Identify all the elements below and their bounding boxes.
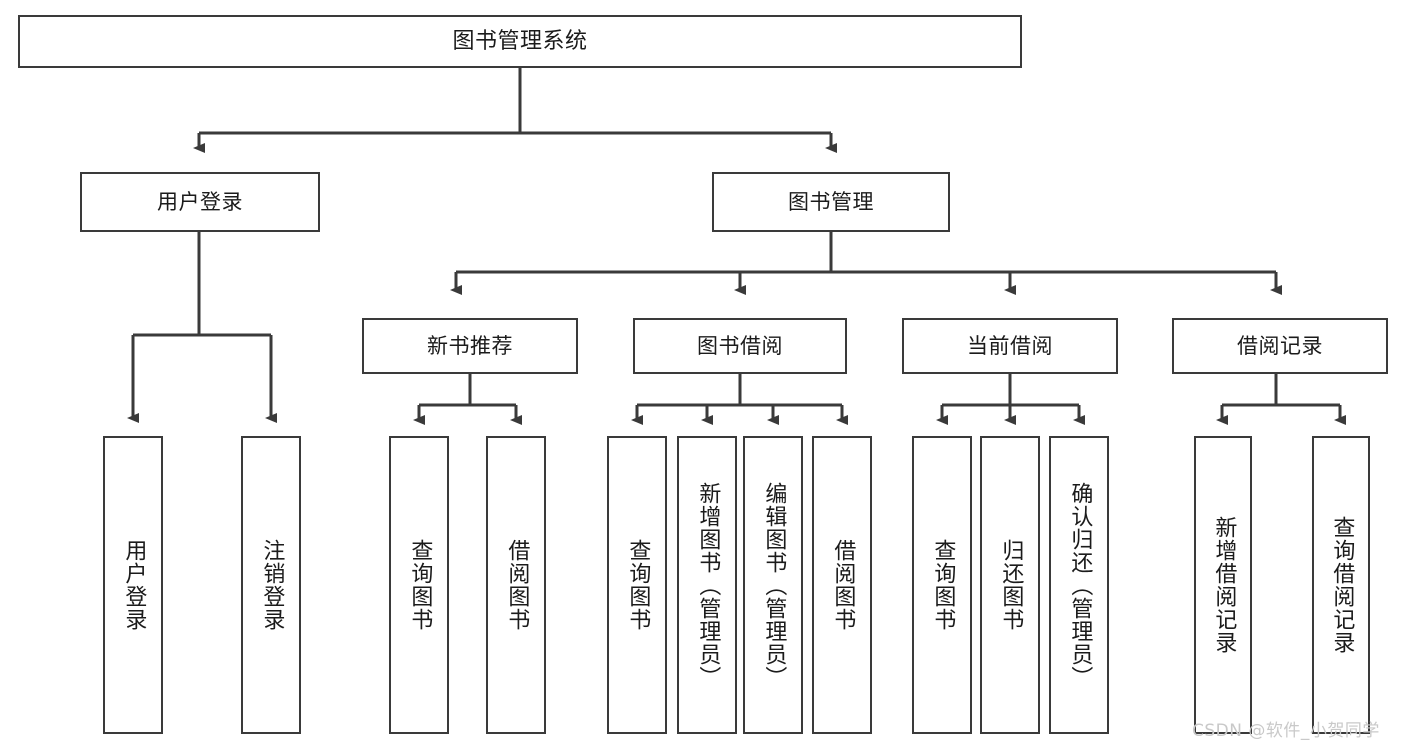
leaf-current-borrow-return-book[interactable]: 归还图书 bbox=[980, 436, 1040, 734]
node-label: 借阅图书 bbox=[504, 539, 530, 631]
node-label: 当前借阅 bbox=[967, 333, 1053, 358]
leaf-new-book-query-book[interactable]: 查询图书 bbox=[389, 436, 449, 734]
node-label: 新增图书（管理员） bbox=[695, 481, 721, 689]
leaf-user-login-login[interactable]: 用户登录 bbox=[103, 436, 163, 734]
node-label: 查询图书 bbox=[407, 539, 433, 631]
csdn-watermark: CSDN @软件_小贺同学 bbox=[1192, 721, 1380, 741]
node-label: 用户登录 bbox=[121, 539, 147, 631]
leaf-user-login-logout[interactable]: 注销登录 bbox=[241, 436, 301, 734]
node-book-borrow[interactable]: 图书借阅 bbox=[633, 318, 847, 374]
node-label: 注销登录 bbox=[259, 539, 285, 631]
leaf-book-borrow-edit-book[interactable]: 编辑图书（管理员） bbox=[743, 436, 803, 734]
node-label: 确认归还（管理员） bbox=[1067, 481, 1093, 689]
leaf-borrow-record-query-record[interactable]: 查询借阅记录 bbox=[1312, 436, 1370, 734]
node-label: 编辑图书（管理员） bbox=[761, 481, 787, 689]
node-user-login[interactable]: 用户登录 bbox=[80, 172, 320, 232]
node-label: 新书推荐 bbox=[427, 333, 513, 358]
node-label: 查询图书 bbox=[625, 539, 651, 631]
leaf-book-borrow-query-book[interactable]: 查询图书 bbox=[607, 436, 667, 734]
leaf-new-book-borrow-book[interactable]: 借阅图书 bbox=[486, 436, 546, 734]
node-label: 借阅记录 bbox=[1237, 333, 1323, 358]
leaf-current-borrow-confirm-return[interactable]: 确认归还（管理员） bbox=[1049, 436, 1109, 734]
node-label: 用户登录 bbox=[157, 189, 243, 214]
leaf-borrow-record-add-record[interactable]: 新增借阅记录 bbox=[1194, 436, 1252, 734]
node-borrow-record[interactable]: 借阅记录 bbox=[1172, 318, 1388, 374]
node-label: 新增借阅记录 bbox=[1211, 516, 1237, 654]
node-current-borrow[interactable]: 当前借阅 bbox=[902, 318, 1118, 374]
node-root-system[interactable]: 图书管理系统 bbox=[18, 15, 1022, 68]
node-label: 图书管理系统 bbox=[452, 28, 588, 54]
node-label: 借阅图书 bbox=[830, 539, 856, 631]
node-label: 图书借阅 bbox=[697, 333, 783, 358]
node-label: 图书管理 bbox=[788, 189, 874, 214]
node-label: 查询图书 bbox=[930, 539, 956, 631]
node-book-manage[interactable]: 图书管理 bbox=[712, 172, 950, 232]
leaf-book-borrow-add-book[interactable]: 新增图书（管理员） bbox=[677, 436, 737, 734]
leaf-book-borrow-borrow-book[interactable]: 借阅图书 bbox=[812, 436, 872, 734]
node-label: 查询借阅记录 bbox=[1329, 516, 1355, 654]
node-new-book-recommend[interactable]: 新书推荐 bbox=[362, 318, 578, 374]
leaf-current-borrow-query-book[interactable]: 查询图书 bbox=[912, 436, 972, 734]
node-label: 归还图书 bbox=[998, 539, 1024, 631]
